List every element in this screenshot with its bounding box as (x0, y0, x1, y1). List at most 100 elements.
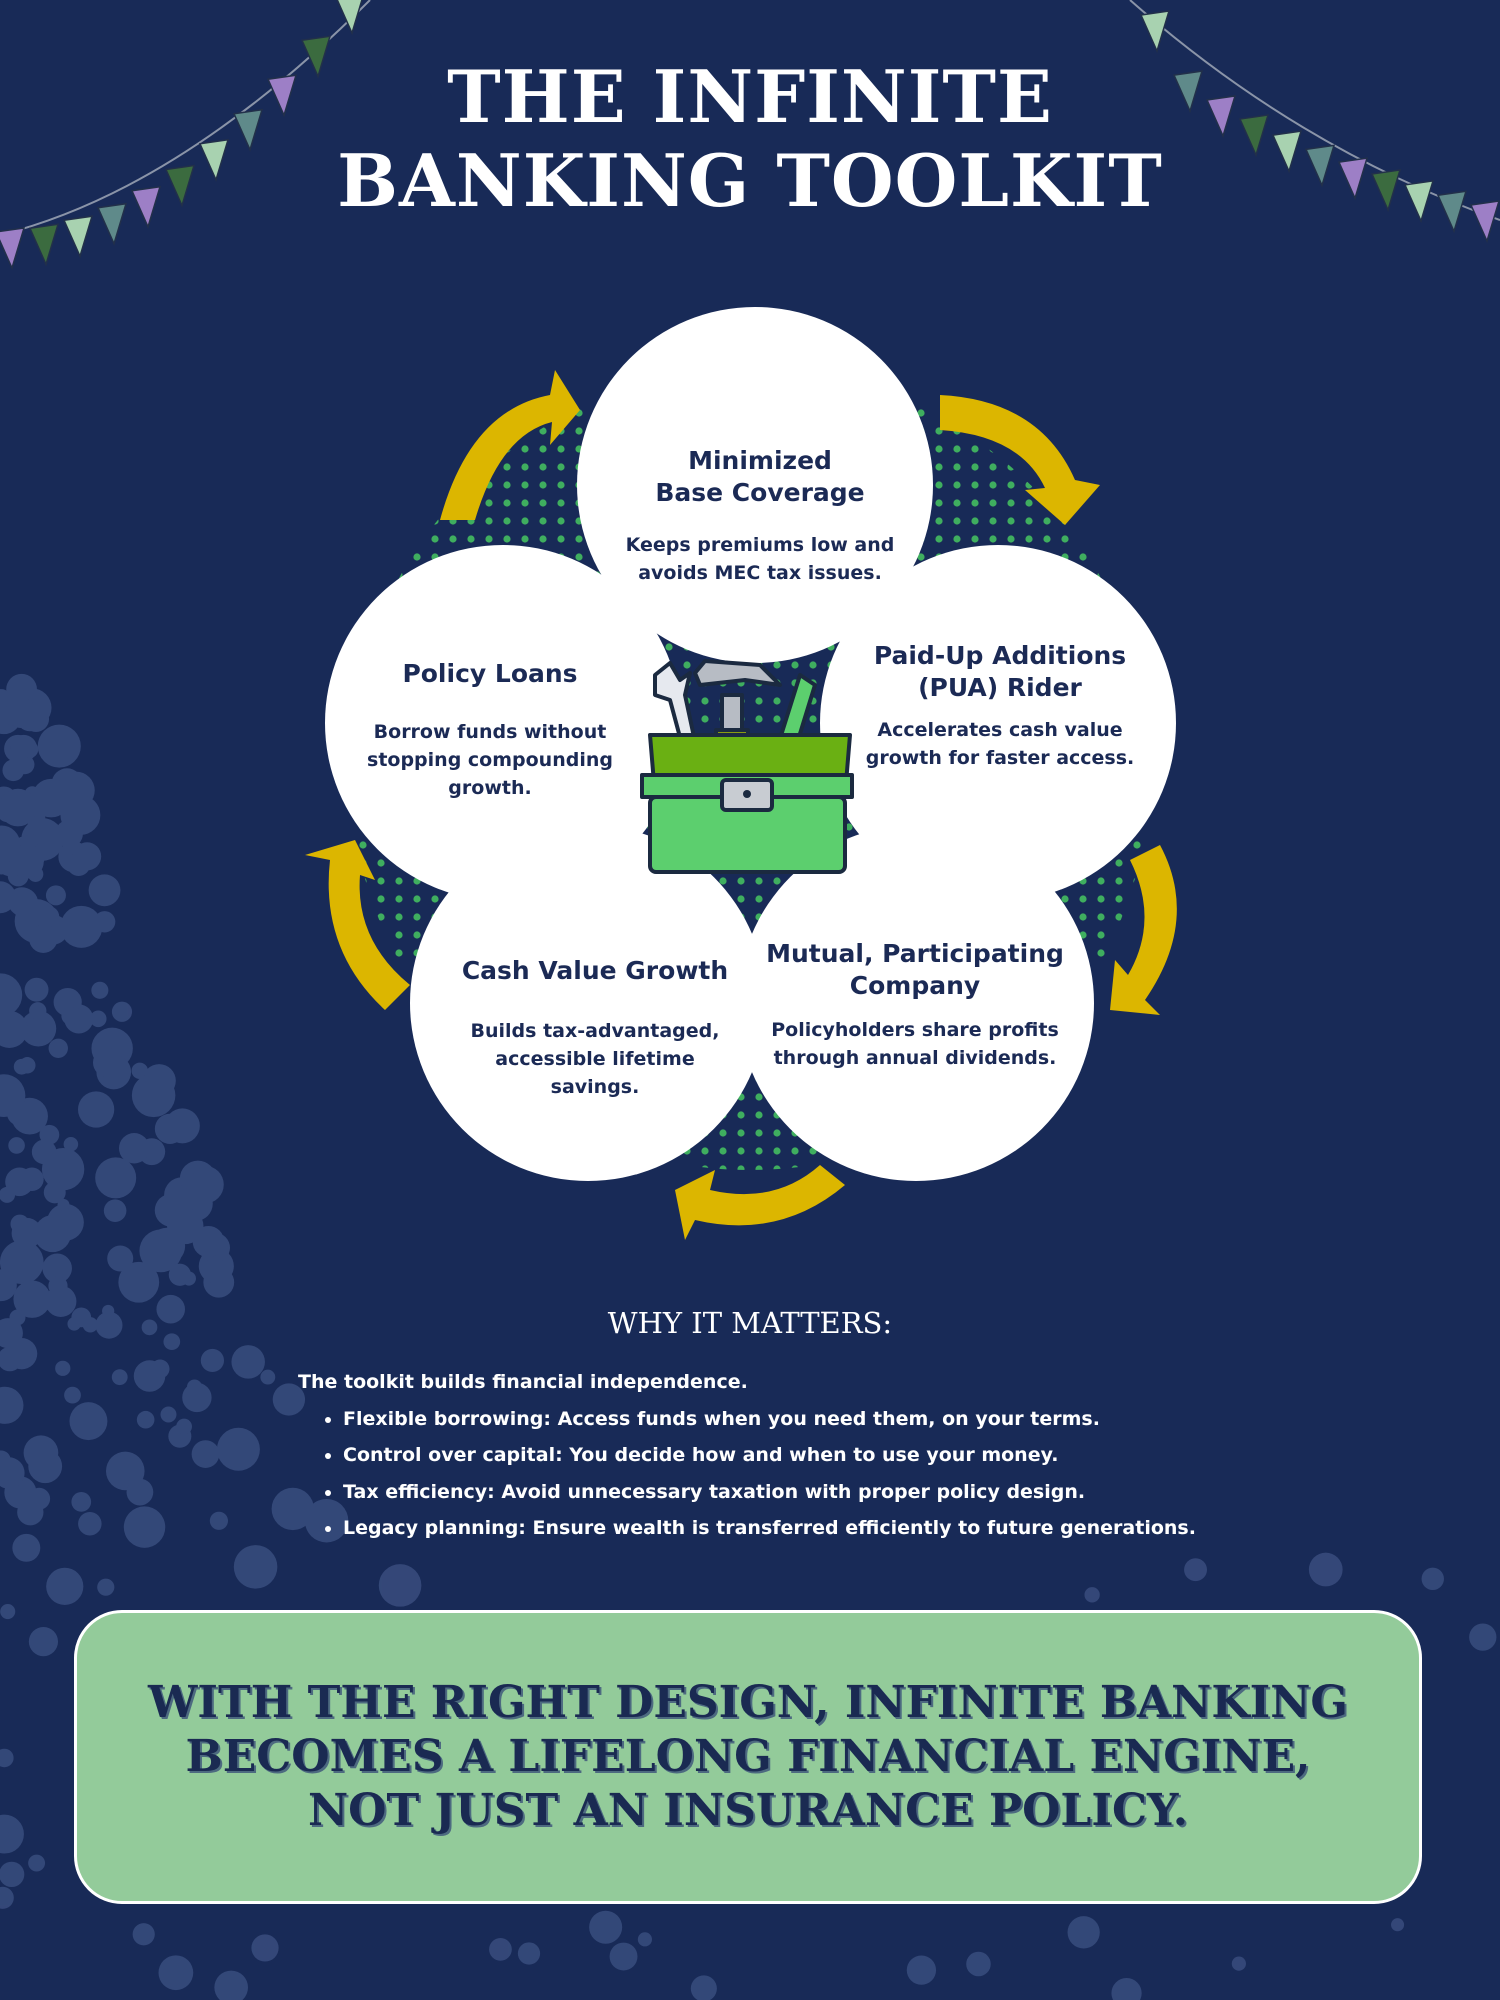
background-dot (78, 1511, 102, 1536)
background-dot (160, 1406, 177, 1423)
background-dot (1391, 1918, 1405, 1932)
background-dot (64, 1386, 81, 1404)
background-dot (176, 1418, 192, 1435)
bunting-flag (1139, 10, 1171, 54)
background-dot (46, 1567, 84, 1605)
background-dot (136, 1410, 155, 1429)
background-dot (0, 689, 12, 709)
bunting-decoration (0, 0, 1500, 271)
item-title: Policy Loans (402, 659, 578, 688)
bunting-flag (164, 164, 196, 208)
bunting-flag (1304, 144, 1336, 188)
background-dot (906, 1955, 937, 1985)
background-dot (0, 1886, 14, 1909)
background-dot (690, 1975, 717, 2000)
background-dot (63, 1136, 79, 1152)
page-title: THE INFINITE BANKING TOOLKIT (0, 55, 1500, 223)
item-cash-value: Cash Value Growth Builds tax-advantaged,… (450, 955, 740, 1101)
background-dot (41, 1148, 85, 1191)
circle-mutual-company (738, 825, 1094, 1181)
background-dot (272, 1383, 306, 1416)
circle-cash-value (410, 825, 766, 1181)
background-dot (34, 1215, 72, 1253)
background-dot (82, 1317, 98, 1333)
item-text: Keeps premiums low and avoids MEC tax is… (625, 534, 895, 584)
background-dot (1421, 1567, 1444, 1591)
background-dot (231, 1345, 265, 1379)
bunting-flag (1337, 157, 1369, 201)
bunting-flag (1271, 130, 1303, 174)
background-dot (37, 724, 81, 768)
arrow-icon (1110, 845, 1177, 1015)
background-dot (9, 1309, 26, 1326)
background-dot (0, 1010, 28, 1048)
background-dot (6, 1100, 33, 1126)
background-dot (0, 973, 23, 1017)
background-dot (209, 1511, 229, 1530)
item-text: Borrow funds without stopping compoundin… (367, 721, 613, 799)
background-dot (5, 1338, 38, 1370)
background-dot (42, 1253, 72, 1284)
background-dot (0, 788, 37, 827)
background-dot (118, 1261, 160, 1303)
background-dot (28, 1449, 63, 1484)
background-dot (182, 1382, 212, 1413)
background-dot (95, 1157, 137, 1199)
background-dot (192, 1225, 225, 1258)
background-dot (589, 1910, 623, 1944)
background-dot (1067, 1916, 1100, 1949)
background-dot (156, 1294, 186, 1324)
background-dot (168, 1263, 191, 1286)
background-dot (91, 981, 109, 999)
background-dot (1184, 1558, 1207, 1582)
bunting-flag (336, 0, 363, 36)
background-dot (200, 1348, 225, 1373)
bunting-flag (1172, 70, 1204, 114)
background-dot (28, 1854, 46, 1872)
background-dot (107, 1245, 134, 1272)
why-heading: WHY IT MATTERS: (607, 1306, 893, 1340)
background-dot (24, 977, 49, 1002)
bunting-flag (198, 138, 230, 182)
background-dot (0, 1269, 17, 1302)
background-dot (378, 1564, 422, 1607)
background-dot (88, 874, 121, 907)
background-dot (0, 1748, 14, 1768)
background-dot (123, 1506, 166, 1548)
bunting-flag (1205, 95, 1237, 139)
item-title: Cash Value Growth (461, 956, 729, 985)
background-dot (126, 1478, 154, 1506)
background-dot (966, 1951, 991, 1977)
bunting-flag (28, 223, 60, 267)
item-minimized-base: Minimized Base Coverage Keeps premiums l… (610, 445, 910, 587)
background-dot (28, 1487, 51, 1510)
background-dot (48, 1038, 68, 1059)
bunting-flag (232, 108, 264, 152)
background-dot (57, 1198, 70, 1211)
background-dot (11, 1217, 43, 1249)
why-bullet-list: Flexible borrowing: Access funds when yo… (298, 1405, 1196, 1551)
background-dot (1231, 1956, 1246, 1971)
arrow-icon (305, 840, 410, 1010)
background-dot (163, 1333, 181, 1351)
background-dot (12, 1533, 41, 1562)
background-dot (92, 1047, 123, 1078)
background-dot (21, 740, 39, 758)
background-dot (260, 1369, 276, 1385)
background-dot (154, 1113, 186, 1144)
callout-box: WITH THE RIGHT DESIGN, INFINITE BANKING … (74, 1610, 1422, 1904)
background-dot (0, 1603, 16, 1620)
background-dot (9, 844, 44, 879)
title-line-2: BANKING TOOLKIT (337, 138, 1163, 223)
item-pua-rider: Paid-Up Additions (PUA) Rider Accelerate… (855, 640, 1145, 772)
background-dot (5, 1820, 18, 1834)
background-dot (60, 795, 101, 836)
background-dot (0, 1814, 24, 1854)
bunting-flag (96, 202, 128, 246)
bunting-flag (1469, 200, 1500, 244)
background-dot (95, 1311, 123, 1339)
background-dot (39, 1124, 60, 1145)
why-bullet: Flexible borrowing: Access funds when yo… (343, 1405, 1196, 1442)
background-dot (60, 905, 103, 948)
item-title: Mutual, Participating Company (766, 939, 1064, 1000)
